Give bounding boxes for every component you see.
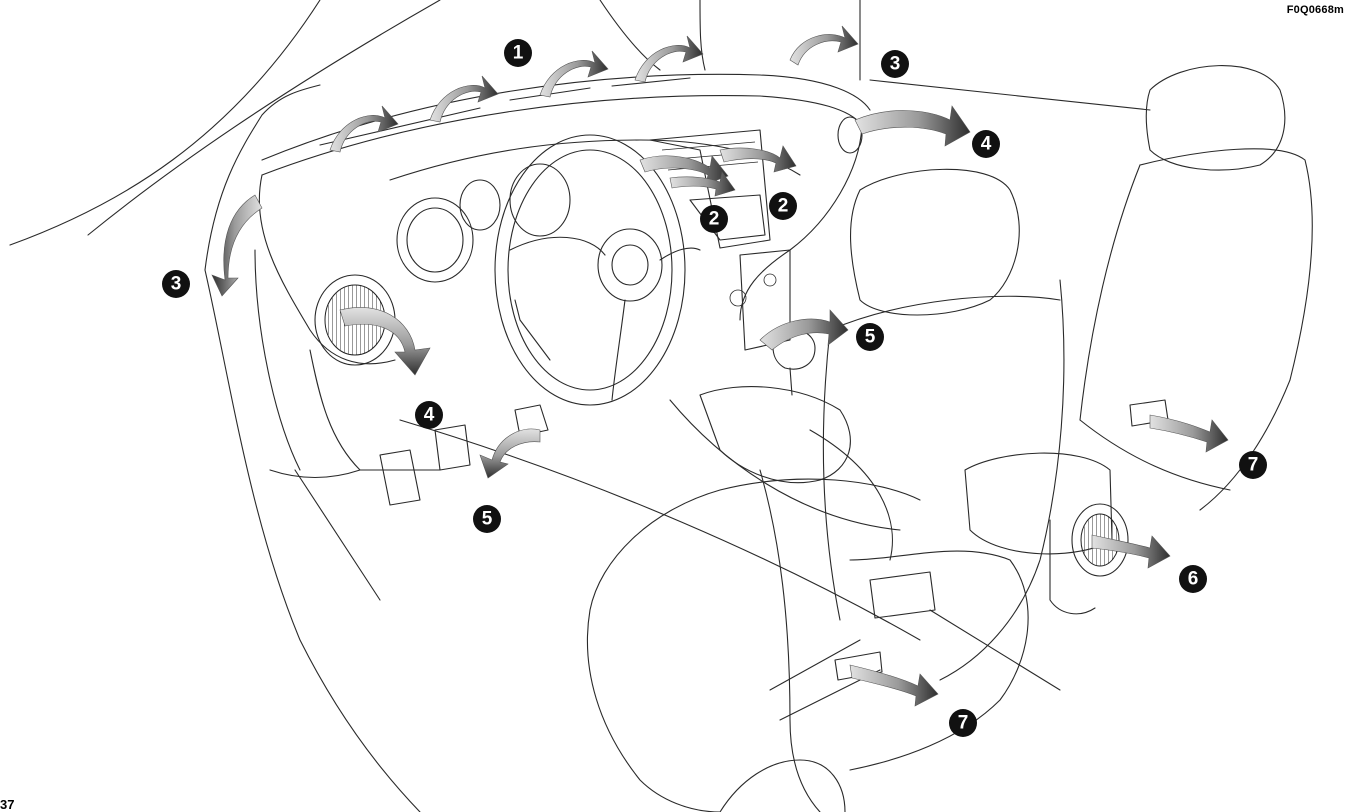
svg-text:2: 2 <box>778 196 789 217</box>
airflow-arrow-center-vent-lower <box>669 171 736 197</box>
interior-line-art <box>9 0 1313 812</box>
callout-marker-7-right: 7 <box>1239 451 1267 479</box>
airflow-arrow-rear-seat <box>1149 414 1229 453</box>
svg-text:4: 4 <box>981 134 992 155</box>
callout-marker-7-left: 7 <box>949 709 977 737</box>
callout-marker-5-right: 5 <box>856 323 884 351</box>
svg-text:3: 3 <box>171 274 182 295</box>
svg-text:1: 1 <box>513 43 524 64</box>
airflow-arrow-footwell-left <box>479 428 541 479</box>
svg-text:3: 3 <box>890 54 901 75</box>
svg-text:5: 5 <box>482 509 493 530</box>
callout-marker-2-left: 2 <box>700 205 728 233</box>
callout-marker-6: 6 <box>1179 565 1207 593</box>
callout-marker-5-left: 5 <box>473 505 501 533</box>
svg-text:5: 5 <box>865 327 876 348</box>
callout-marker-1: 1 <box>504 39 532 67</box>
figure-reference-code: F0Q0668m <box>1286 4 1344 16</box>
airflow-arrow-defrost-2 <box>429 75 499 123</box>
airflow-arrow-defrost-4 <box>634 35 704 83</box>
svg-text:7: 7 <box>1248 455 1259 476</box>
airflow-arrow-rear-console <box>1091 534 1171 569</box>
callout-marker-2-right: 2 <box>769 192 797 220</box>
airflow-arrow-defrost-3 <box>539 50 609 98</box>
callout-marker-3-right: 3 <box>881 50 909 78</box>
callout-marker-4-left: 4 <box>415 401 443 429</box>
airflow-arrow-center-vent-right <box>719 145 797 173</box>
page-number: 37 <box>0 797 15 812</box>
svg-text:7: 7 <box>958 713 969 734</box>
svg-text:2: 2 <box>709 209 720 230</box>
airflow-arrow-footwell-center <box>759 309 849 351</box>
callout-marker-4-right: 4 <box>972 130 1000 158</box>
airflow-arrow-defrost-1 <box>329 105 399 153</box>
airflow-arrow-side-vent-right <box>854 105 971 147</box>
callout-markers: 1 2 2 3 3 4 4 5 5 6 7 7 <box>162 39 1267 737</box>
airflow-arrow-front-seat <box>849 664 939 707</box>
airflow-arrow-side-window-left <box>211 194 263 297</box>
svg-text:4: 4 <box>424 405 435 426</box>
airflow-arrows <box>211 25 1229 707</box>
airflow-arrow-side-vent-left <box>339 307 431 376</box>
airflow-arrow-center-vent-left <box>639 155 729 185</box>
airflow-arrow-side-window-right <box>789 25 859 66</box>
svg-text:6: 6 <box>1188 569 1199 590</box>
callout-marker-3-left: 3 <box>162 270 190 298</box>
